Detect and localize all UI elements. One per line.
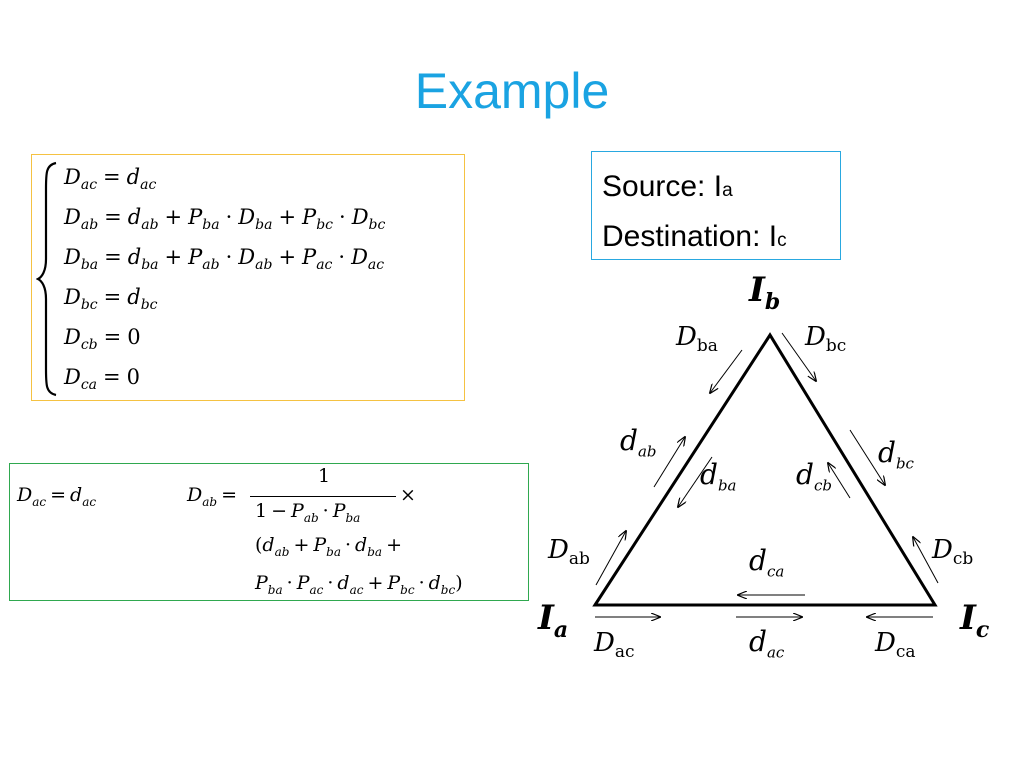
eq-dab: Dab=dab+Pba·Dba+Pbc·Dbc <box>64 205 386 234</box>
formula-dab-lhs: Dab= <box>187 484 237 509</box>
arrow-dcb-small <box>828 463 851 499</box>
eq-dcb: Dcb=0 <box>64 325 141 354</box>
label-dab: dab <box>620 424 657 461</box>
equation-system-box: Dac=dac Dab=dab+Pba·Dba+Pbc·Dbc Dba=dba+… <box>31 154 465 401</box>
node-ia: Ia <box>538 598 569 643</box>
label-dac: dac <box>749 625 785 662</box>
label-Dab: Dab <box>548 535 590 570</box>
triangle-edges <box>592 332 938 607</box>
destination-line: Destination: Ic <box>602 220 787 253</box>
label-Dba: Dba <box>676 322 718 357</box>
label-Dbc: Dbc <box>805 322 847 357</box>
label-dcb: dcb <box>796 458 832 495</box>
formula-line2: (dab+Pba·dba+ <box>255 534 402 559</box>
label-Dcb: Dcb <box>932 535 974 570</box>
label-dca: dca <box>749 544 785 581</box>
eq-dac: Dac=dac <box>64 165 157 194</box>
arrow-dbc <box>781 332 816 381</box>
slide-title: Example <box>414 63 610 119</box>
formula-dac: Dac=dac <box>17 484 97 509</box>
arrow-dba <box>710 349 743 393</box>
node-ib: Ib <box>749 270 781 315</box>
label-Dac: Dac <box>594 628 635 663</box>
source-line: Source: Ia <box>602 170 733 203</box>
label-dbc: dbc <box>878 436 914 473</box>
arrow-dab <box>595 531 626 586</box>
eq-dba: Dba=dba+Pab·Dab+Pac·Dac <box>64 245 385 274</box>
arrow-dcb <box>913 537 939 584</box>
source-destination-box: Source: Ia Destination: Ic <box>591 151 841 260</box>
eq-dbc: Dbc=dbc <box>64 285 158 314</box>
node-ic: Ic <box>960 598 990 643</box>
solution-formula-box <box>9 463 529 601</box>
arrow-dab-small <box>653 437 685 488</box>
formula-numerator: 1 <box>318 465 331 487</box>
fraction-bar <box>250 496 396 497</box>
label-Dca: Dca <box>875 628 916 663</box>
network-triangle-diagram <box>592 332 939 685</box>
arrow-dbc-small <box>849 429 885 485</box>
label-dba: dba <box>700 458 737 495</box>
formula-line3: Pba·Pac·dac+Pbc·dbc) <box>255 572 463 597</box>
formula-times: × <box>400 484 416 506</box>
left-brace-icon <box>36 161 57 397</box>
formula-denominator: 1−Pab·Pba <box>255 500 361 525</box>
eq-dca: Dca=0 <box>64 365 141 394</box>
arrow-dba-small <box>678 456 713 507</box>
